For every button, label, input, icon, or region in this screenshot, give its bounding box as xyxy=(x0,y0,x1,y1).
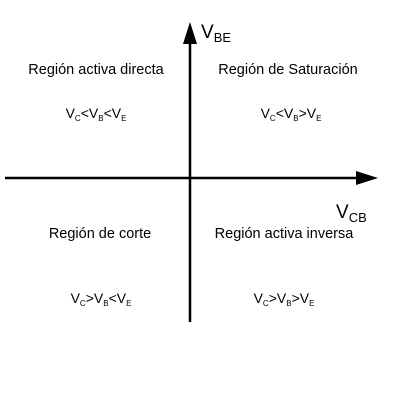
condition-subscript: E xyxy=(309,299,314,308)
condition-variable: V xyxy=(94,290,104,306)
region-title-cutoff: Región de corte xyxy=(49,226,151,242)
condition-active-inverse: VC>VB>VE xyxy=(254,290,315,308)
condition-operator: < xyxy=(81,105,89,121)
condition-operator: > xyxy=(299,105,307,121)
condition-subscript: C xyxy=(80,299,86,308)
condition-variable: V xyxy=(254,290,264,306)
condition-variable: V xyxy=(307,105,317,121)
condition-active-direct: VC<VB<VE xyxy=(66,105,127,123)
horizontal-axis-arrow-icon xyxy=(356,171,378,185)
condition-subscript: B xyxy=(98,114,103,123)
condition-variable: V xyxy=(112,105,122,121)
condition-variable: V xyxy=(261,105,271,121)
condition-variable: V xyxy=(71,290,81,306)
condition-subscript: C xyxy=(270,114,276,123)
condition-subscript: E xyxy=(121,114,126,123)
vertical-axis-arrow-icon xyxy=(183,22,197,44)
condition-cutoff: VC>VB<VE xyxy=(71,290,132,308)
condition-subscript: E xyxy=(126,299,131,308)
condition-operator: > xyxy=(292,290,300,306)
condition-subscript: B xyxy=(293,114,298,123)
region-title-active-direct: Región activa directa xyxy=(28,62,164,78)
condition-variable: V xyxy=(284,105,294,121)
condition-operator: < xyxy=(276,105,284,121)
condition-subscript: C xyxy=(263,299,269,308)
horizontal-axis-label: VCB xyxy=(336,202,367,225)
condition-subscript: E xyxy=(316,114,321,123)
condition-subscript: B xyxy=(286,299,291,308)
condition-variable: V xyxy=(89,105,99,121)
condition-variable: V xyxy=(300,290,310,306)
condition-operator: > xyxy=(269,290,277,306)
condition-subscript: C xyxy=(75,114,81,123)
condition-operator: < xyxy=(109,290,117,306)
condition-operator: < xyxy=(104,105,112,121)
condition-operator: > xyxy=(86,290,94,306)
condition-variable: V xyxy=(66,105,76,121)
region-title-saturation: Región de Saturación xyxy=(218,62,357,78)
condition-saturation: VC<VB>VE xyxy=(261,105,322,123)
vertical-axis-label: VBE xyxy=(201,22,231,45)
condition-variable: V xyxy=(277,290,287,306)
region-title-active-inverse: Región activa inversa xyxy=(215,226,355,242)
condition-variable: V xyxy=(117,290,127,306)
condition-subscript: B xyxy=(103,299,108,308)
